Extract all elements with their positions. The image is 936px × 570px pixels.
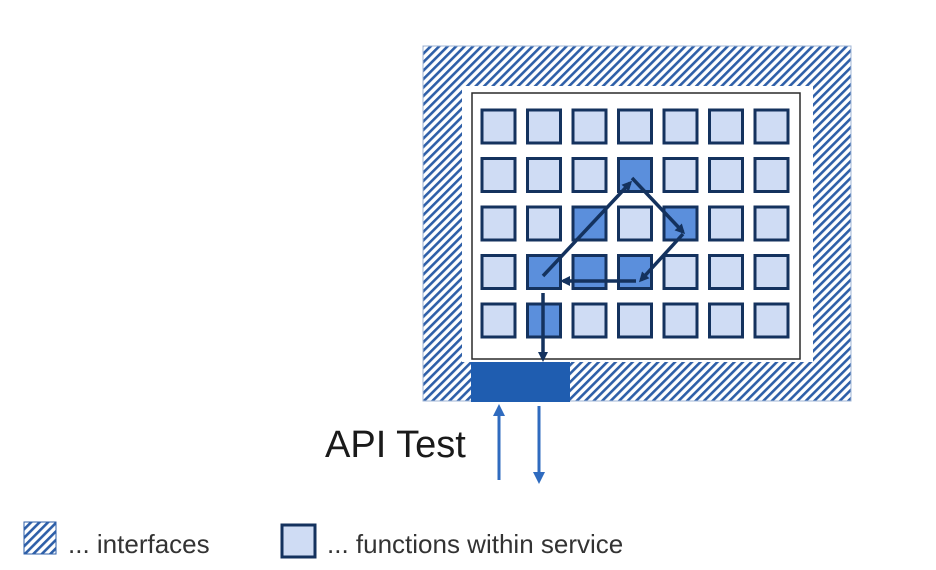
function-cell — [753, 302, 790, 339]
function-cell — [708, 157, 744, 193]
function-cell — [753, 157, 790, 193]
flow-arrow-2 — [630, 176, 686, 235]
legend-interfaces-label: ... interfaces — [68, 529, 210, 559]
call-flow — [538, 176, 686, 362]
legend-interfaces-swatch — [23, 521, 57, 555]
function-cell — [662, 157, 699, 193]
function-cell — [480, 108, 517, 145]
function-cell — [617, 108, 653, 145]
function-cell — [753, 205, 790, 242]
function-cell-active — [571, 254, 608, 290]
function-cell — [753, 108, 790, 145]
function-cell — [753, 254, 790, 290]
function-cell — [617, 205, 653, 242]
function-cell — [526, 108, 562, 145]
flow-arrow-1 — [541, 180, 633, 278]
function-cell — [662, 108, 699, 145]
function-cell — [480, 302, 517, 339]
function-cell — [480, 254, 517, 290]
legend-functions-label: ... functions within service — [327, 529, 624, 559]
function-cell — [571, 302, 608, 339]
function-cell-active — [617, 157, 653, 193]
function-cell — [708, 302, 744, 339]
flow-arrow-3 — [638, 232, 685, 283]
api-test-label: API Test — [325, 424, 466, 466]
function-cell — [480, 205, 517, 242]
function-cell — [526, 157, 562, 193]
function-cell — [526, 205, 562, 242]
function-cell — [571, 157, 608, 193]
function-cell — [617, 302, 653, 339]
function-grid — [480, 108, 790, 339]
function-cell-active — [526, 254, 562, 290]
api-interface-block — [471, 362, 570, 402]
function-cell — [662, 302, 699, 339]
function-cell — [708, 254, 744, 290]
function-cell — [708, 108, 744, 145]
function-cell — [662, 254, 699, 290]
function-cell — [708, 205, 744, 242]
legend-functions-swatch — [280, 523, 317, 559]
function-cell — [571, 108, 608, 145]
function-cell — [480, 157, 517, 193]
